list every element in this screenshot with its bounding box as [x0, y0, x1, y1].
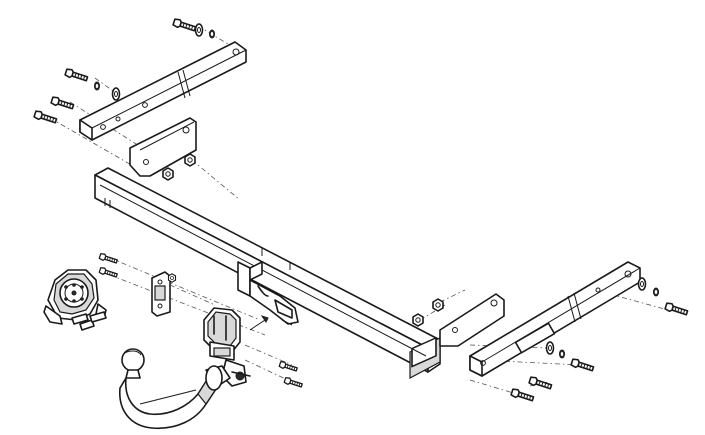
lock-ring — [209, 29, 215, 39]
washer — [194, 23, 204, 37]
bolt — [171, 17, 197, 34]
bolt — [509, 387, 535, 404]
washer — [637, 277, 647, 291]
nut — [184, 153, 196, 167]
coupling-receiver — [237, 261, 299, 326]
nut — [167, 273, 177, 283]
bolt — [32, 109, 58, 126]
socket-plate — [43, 269, 107, 325]
nut — [412, 313, 424, 327]
mounting-plate — [151, 271, 171, 317]
bolt — [569, 357, 595, 374]
lock-ring — [653, 287, 659, 297]
lock-ring — [94, 81, 100, 91]
left-side-bracket — [79, 41, 247, 177]
small-screw — [71, 311, 107, 331]
bolt — [98, 252, 119, 266]
lock-ring — [559, 349, 565, 359]
bolt — [63, 67, 89, 84]
washer — [111, 87, 121, 101]
nut — [162, 167, 174, 181]
nut — [432, 298, 444, 312]
tow-ball — [119, 348, 231, 430]
bolt — [49, 95, 75, 112]
detachable-coupling-mechanism — [203, 307, 251, 387]
bolt — [278, 360, 299, 374]
assembly-arrow — [249, 315, 269, 331]
washer — [545, 341, 555, 355]
bolt — [98, 266, 119, 280]
bolt — [283, 376, 304, 390]
right-side-bracket — [439, 261, 641, 377]
bolt — [663, 301, 689, 318]
bolt — [527, 375, 553, 392]
